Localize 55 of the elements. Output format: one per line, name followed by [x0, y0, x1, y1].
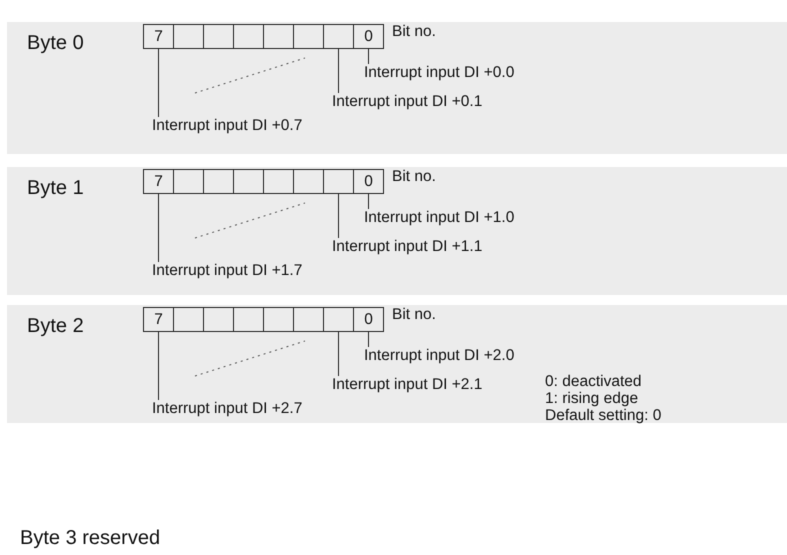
bit-cell: [233, 24, 264, 49]
bit-description: Interrupt input DI +0.7: [152, 117, 302, 135]
bit-description: Interrupt input DI +1.1: [332, 238, 482, 256]
bit-number-caption: Bit no.: [392, 23, 436, 41]
register-band: [7, 22, 787, 154]
bit-cell: [173, 169, 204, 194]
setting-note: Default setting: 0: [545, 407, 662, 425]
leader-line: [368, 194, 369, 210]
leader-line: [368, 48, 369, 64]
bit-cell: 0: [353, 24, 384, 49]
bit-cell: 7: [143, 24, 174, 49]
bit-number-caption: Bit no.: [392, 168, 436, 186]
byte-heading: Byte 2: [27, 314, 84, 338]
bit-description: Interrupt input DI +1.0: [364, 209, 514, 227]
bit-cell: [233, 169, 264, 194]
bit-description: Interrupt input DI +2.0: [364, 347, 514, 365]
bit-cell: [323, 169, 354, 194]
register-band: [7, 305, 787, 423]
bit-cell: [203, 169, 234, 194]
reserved-byte-note: Byte 3 reserved: [20, 526, 160, 550]
bit-cell: 7: [143, 169, 174, 194]
leader-line: [338, 194, 339, 238]
byte-heading: Byte 1: [27, 176, 84, 200]
leader-line: [158, 332, 159, 400]
bit-description: Interrupt input DI +1.7: [152, 262, 302, 280]
setting-note: 1: rising edge: [545, 390, 638, 408]
bit-cell: [293, 24, 324, 49]
bit-description: Interrupt input DI +0.0: [364, 64, 514, 82]
bit-cell: [233, 307, 264, 332]
bit-cell: [203, 307, 234, 332]
bit-description: Interrupt input DI +2.1: [332, 376, 482, 394]
bit-cell: [323, 307, 354, 332]
bit-description: Interrupt input DI +0.1: [332, 93, 482, 111]
bit-cell: [263, 169, 294, 194]
bit-cell: [293, 307, 324, 332]
leader-line: [158, 194, 159, 262]
bit-cell: [263, 24, 294, 49]
setting-note: 0: deactivated: [545, 373, 642, 391]
bit-cell: [173, 24, 204, 49]
bit-cell: [263, 307, 294, 332]
bit-cell: [293, 169, 324, 194]
bit-number-caption: Bit no.: [392, 306, 436, 324]
bit-cell: 0: [353, 307, 384, 332]
bit-description: Interrupt input DI +2.7: [152, 400, 302, 418]
register-band: [7, 167, 787, 295]
byte-heading: Byte 0: [27, 31, 84, 55]
leader-line: [368, 332, 369, 348]
bit-cell: 0: [353, 169, 384, 194]
leader-line: [338, 48, 339, 94]
bit-cell: [323, 24, 354, 49]
bit-cell: [203, 24, 234, 49]
leader-line: [338, 332, 339, 376]
bit-cell: 7: [143, 307, 174, 332]
bit-cell: [173, 307, 204, 332]
leader-line: [158, 48, 159, 118]
